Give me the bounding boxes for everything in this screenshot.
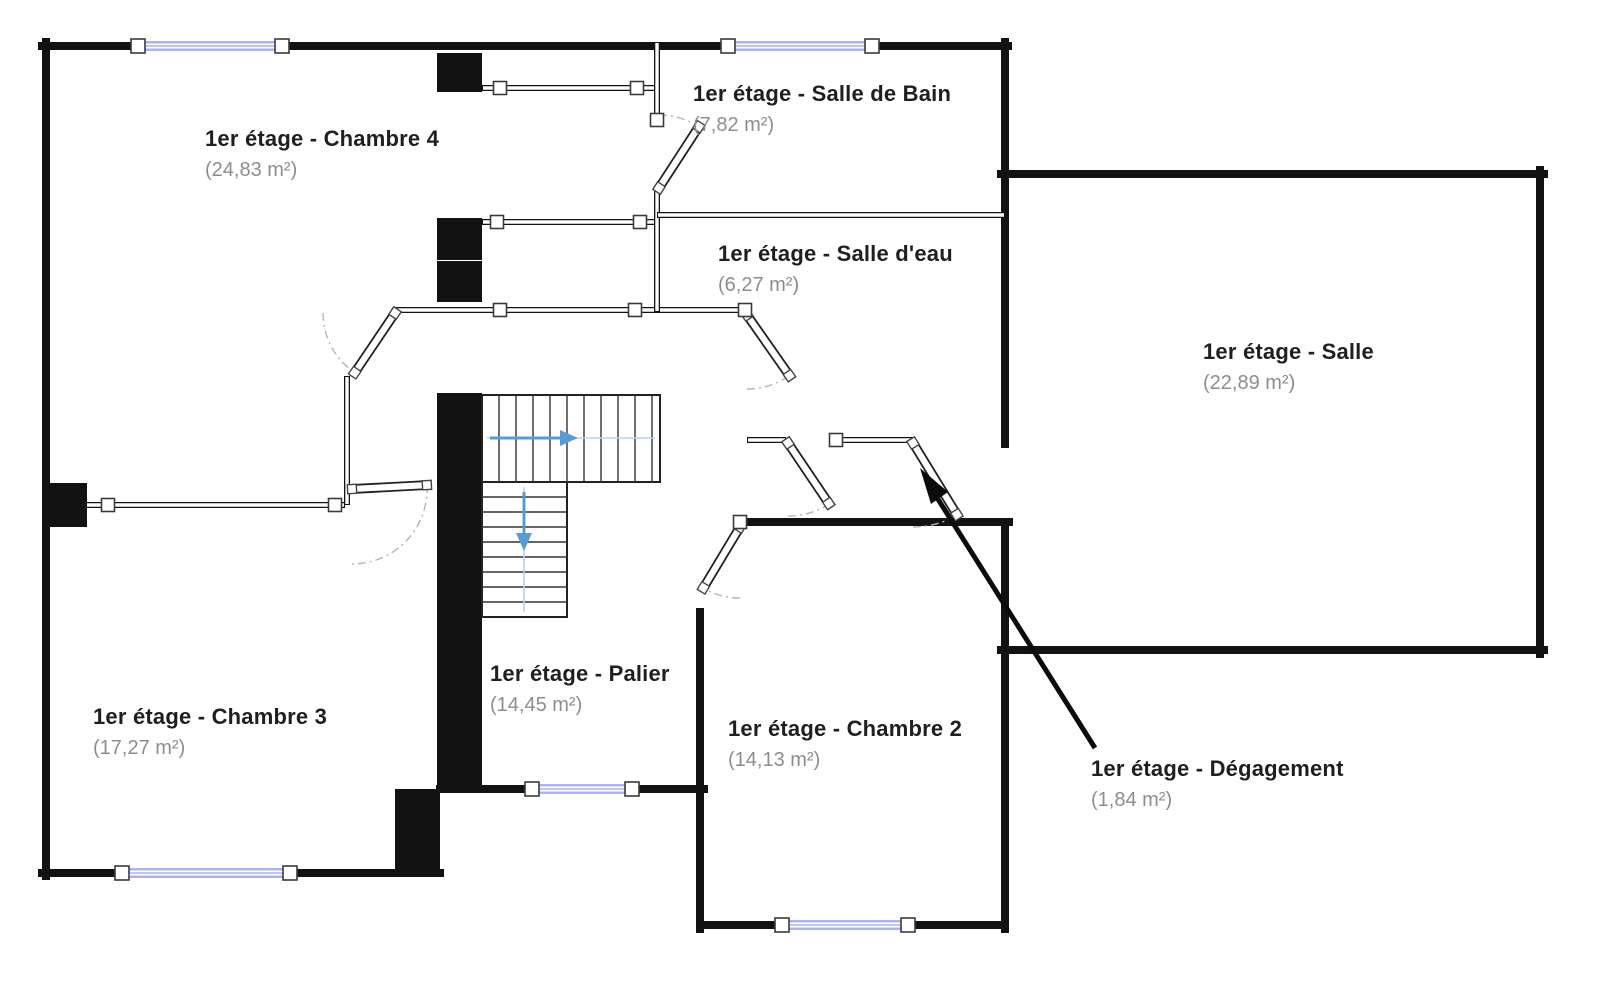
window	[114, 865, 298, 881]
stairs-up-arrow-icon	[490, 430, 578, 446]
window	[130, 38, 290, 54]
room-label-chambre-4: 1er étage - Chambre 4 (24,83 m²)	[205, 125, 439, 183]
wall-nodes	[100, 80, 844, 530]
duct-blocks	[42, 53, 482, 877]
room-name: 1er étage - Chambre 4	[205, 126, 440, 151]
window	[524, 781, 640, 797]
door	[651, 114, 706, 196]
window	[774, 917, 916, 933]
room-name: 1er étage - Chambre 2	[728, 716, 963, 741]
room-area: (7,82 m²)	[693, 113, 775, 136]
door	[780, 435, 837, 517]
room-label-palier: 1er étage - Palier (14,45 m²)	[490, 660, 670, 718]
doors	[322, 114, 965, 599]
room-name: 1er étage - Salle	[1203, 339, 1374, 364]
door	[322, 305, 403, 380]
room-area: (24,83 m²)	[205, 158, 298, 181]
room-area: (6,27 m²)	[718, 273, 800, 296]
room-name: 1er étage - Salle de Bain	[693, 81, 952, 106]
room-label-chambre-2: 1er étage - Chambre 2 (14,13 m²)	[728, 715, 962, 773]
room-area: (17,27 m²)	[93, 736, 186, 759]
room-label-salle-de-bain: 1er étage - Salle de Bain (7,82 m²)	[693, 80, 951, 138]
door	[905, 435, 965, 528]
room-area: (14,45 m²)	[490, 693, 583, 716]
staircase	[481, 394, 661, 618]
door	[696, 519, 748, 599]
partition-walls	[46, 42, 1005, 508]
room-label-salle: 1er étage - Salle (22,89 m²)	[1203, 338, 1374, 396]
room-label-chambre-3: 1er étage - Chambre 3 (17,27 m²)	[93, 703, 327, 761]
room-area: (1,84 m²)	[1091, 788, 1173, 811]
room-area: (22,89 m²)	[1203, 371, 1296, 394]
room-label-salle-d-eau: 1er étage - Salle d'eau (6,27 m²)	[718, 240, 953, 298]
stairs-down-arrow-icon	[516, 492, 532, 551]
room-name: 1er étage - Palier	[490, 661, 670, 686]
windows	[114, 38, 916, 933]
room-area: (14,13 m²)	[728, 748, 821, 771]
pointer-arrow-icon	[920, 468, 1098, 750]
room-name: 1er étage - Dégagement	[1091, 756, 1344, 781]
room-label-degagement: 1er étage - Dégagement (1,84 m²)	[1091, 755, 1344, 813]
door	[739, 307, 797, 390]
window	[720, 38, 880, 54]
door	[346, 479, 433, 565]
room-name: 1er étage - Salle d'eau	[718, 241, 953, 266]
room-name: 1er étage - Chambre 3	[93, 704, 328, 729]
